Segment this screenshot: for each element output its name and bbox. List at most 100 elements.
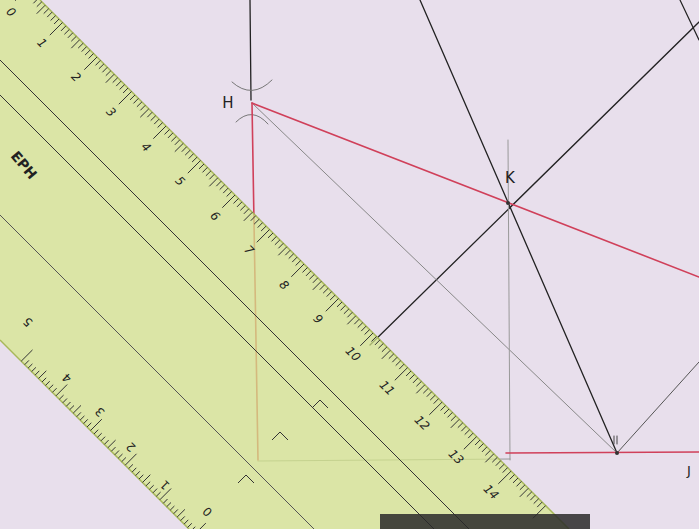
tick	[134, 98, 139, 103]
tick	[32, 367, 36, 371]
tick	[360, 333, 373, 346]
tick	[465, 430, 470, 435]
tick	[168, 133, 173, 138]
tick	[143, 475, 151, 483]
tick	[118, 454, 122, 458]
tick	[475, 440, 480, 445]
tick	[396, 361, 401, 366]
tick	[61, 26, 66, 31]
tick	[52, 388, 56, 392]
tick	[258, 223, 263, 228]
tick	[344, 309, 349, 314]
tick	[182, 147, 187, 152]
tick	[104, 440, 108, 444]
tick	[416, 381, 421, 386]
tick	[354, 319, 359, 324]
tick	[122, 458, 126, 462]
tick	[227, 192, 232, 197]
tick	[151, 116, 156, 121]
tick	[129, 464, 133, 468]
tick	[341, 305, 346, 310]
tick	[147, 112, 152, 117]
tick	[68, 33, 73, 38]
tick	[337, 302, 342, 307]
ruler	[0, 0, 569, 529]
tick	[140, 109, 149, 117]
tick	[171, 136, 176, 141]
tick	[451, 416, 456, 421]
tick	[406, 371, 411, 376]
tick	[520, 488, 529, 497]
tick	[240, 205, 245, 210]
tick	[63, 399, 67, 403]
tick	[291, 264, 304, 277]
tick	[80, 416, 84, 420]
tick	[347, 312, 352, 317]
tick	[85, 50, 90, 55]
tick	[185, 150, 190, 155]
tick	[372, 337, 377, 342]
tick	[199, 164, 204, 169]
tick	[77, 412, 81, 416]
tick	[47, 12, 52, 17]
tick	[358, 323, 363, 328]
tick	[251, 216, 256, 221]
tick	[479, 444, 484, 449]
tick	[99, 64, 104, 69]
tick	[520, 485, 525, 490]
tick	[482, 447, 487, 452]
tick	[399, 364, 404, 369]
tick	[458, 423, 463, 428]
tick	[216, 181, 221, 186]
tick	[434, 399, 439, 404]
tick	[146, 482, 150, 486]
tick	[275, 240, 280, 245]
tick	[330, 295, 335, 300]
tick	[123, 88, 128, 93]
tick	[115, 451, 119, 455]
tick	[323, 288, 328, 293]
tick	[136, 471, 140, 475]
tick	[430, 395, 435, 400]
tick	[130, 95, 135, 100]
tick	[278, 247, 287, 256]
tick	[59, 395, 63, 399]
tick	[46, 381, 50, 385]
tick	[413, 378, 418, 383]
tick	[375, 340, 380, 345]
tick	[191, 527, 195, 529]
tick	[361, 326, 366, 331]
tick	[54, 19, 59, 24]
ruler-ticks	[15, 0, 545, 529]
tick	[184, 520, 188, 524]
tick	[534, 499, 539, 504]
tick	[140, 105, 145, 110]
tick	[84, 57, 97, 70]
tick	[170, 506, 174, 510]
tick	[209, 174, 214, 179]
tick	[35, 371, 39, 375]
tick	[537, 502, 542, 507]
tick	[223, 188, 228, 193]
tick	[96, 60, 101, 65]
tick	[206, 171, 211, 176]
tick	[101, 437, 105, 441]
tick	[15, 0, 28, 1]
tick	[165, 130, 170, 135]
tick	[313, 281, 322, 290]
tick	[89, 54, 94, 59]
tick	[189, 154, 194, 159]
tick	[153, 126, 166, 139]
tick	[451, 419, 460, 428]
tick	[66, 402, 70, 406]
tick	[309, 274, 314, 279]
tick	[347, 316, 356, 325]
tick	[289, 254, 294, 259]
tick	[296, 261, 301, 266]
tick	[313, 278, 318, 283]
tick	[102, 67, 107, 72]
tick	[50, 23, 63, 36]
tick	[429, 402, 442, 415]
tick	[78, 43, 83, 48]
tick	[320, 285, 325, 290]
